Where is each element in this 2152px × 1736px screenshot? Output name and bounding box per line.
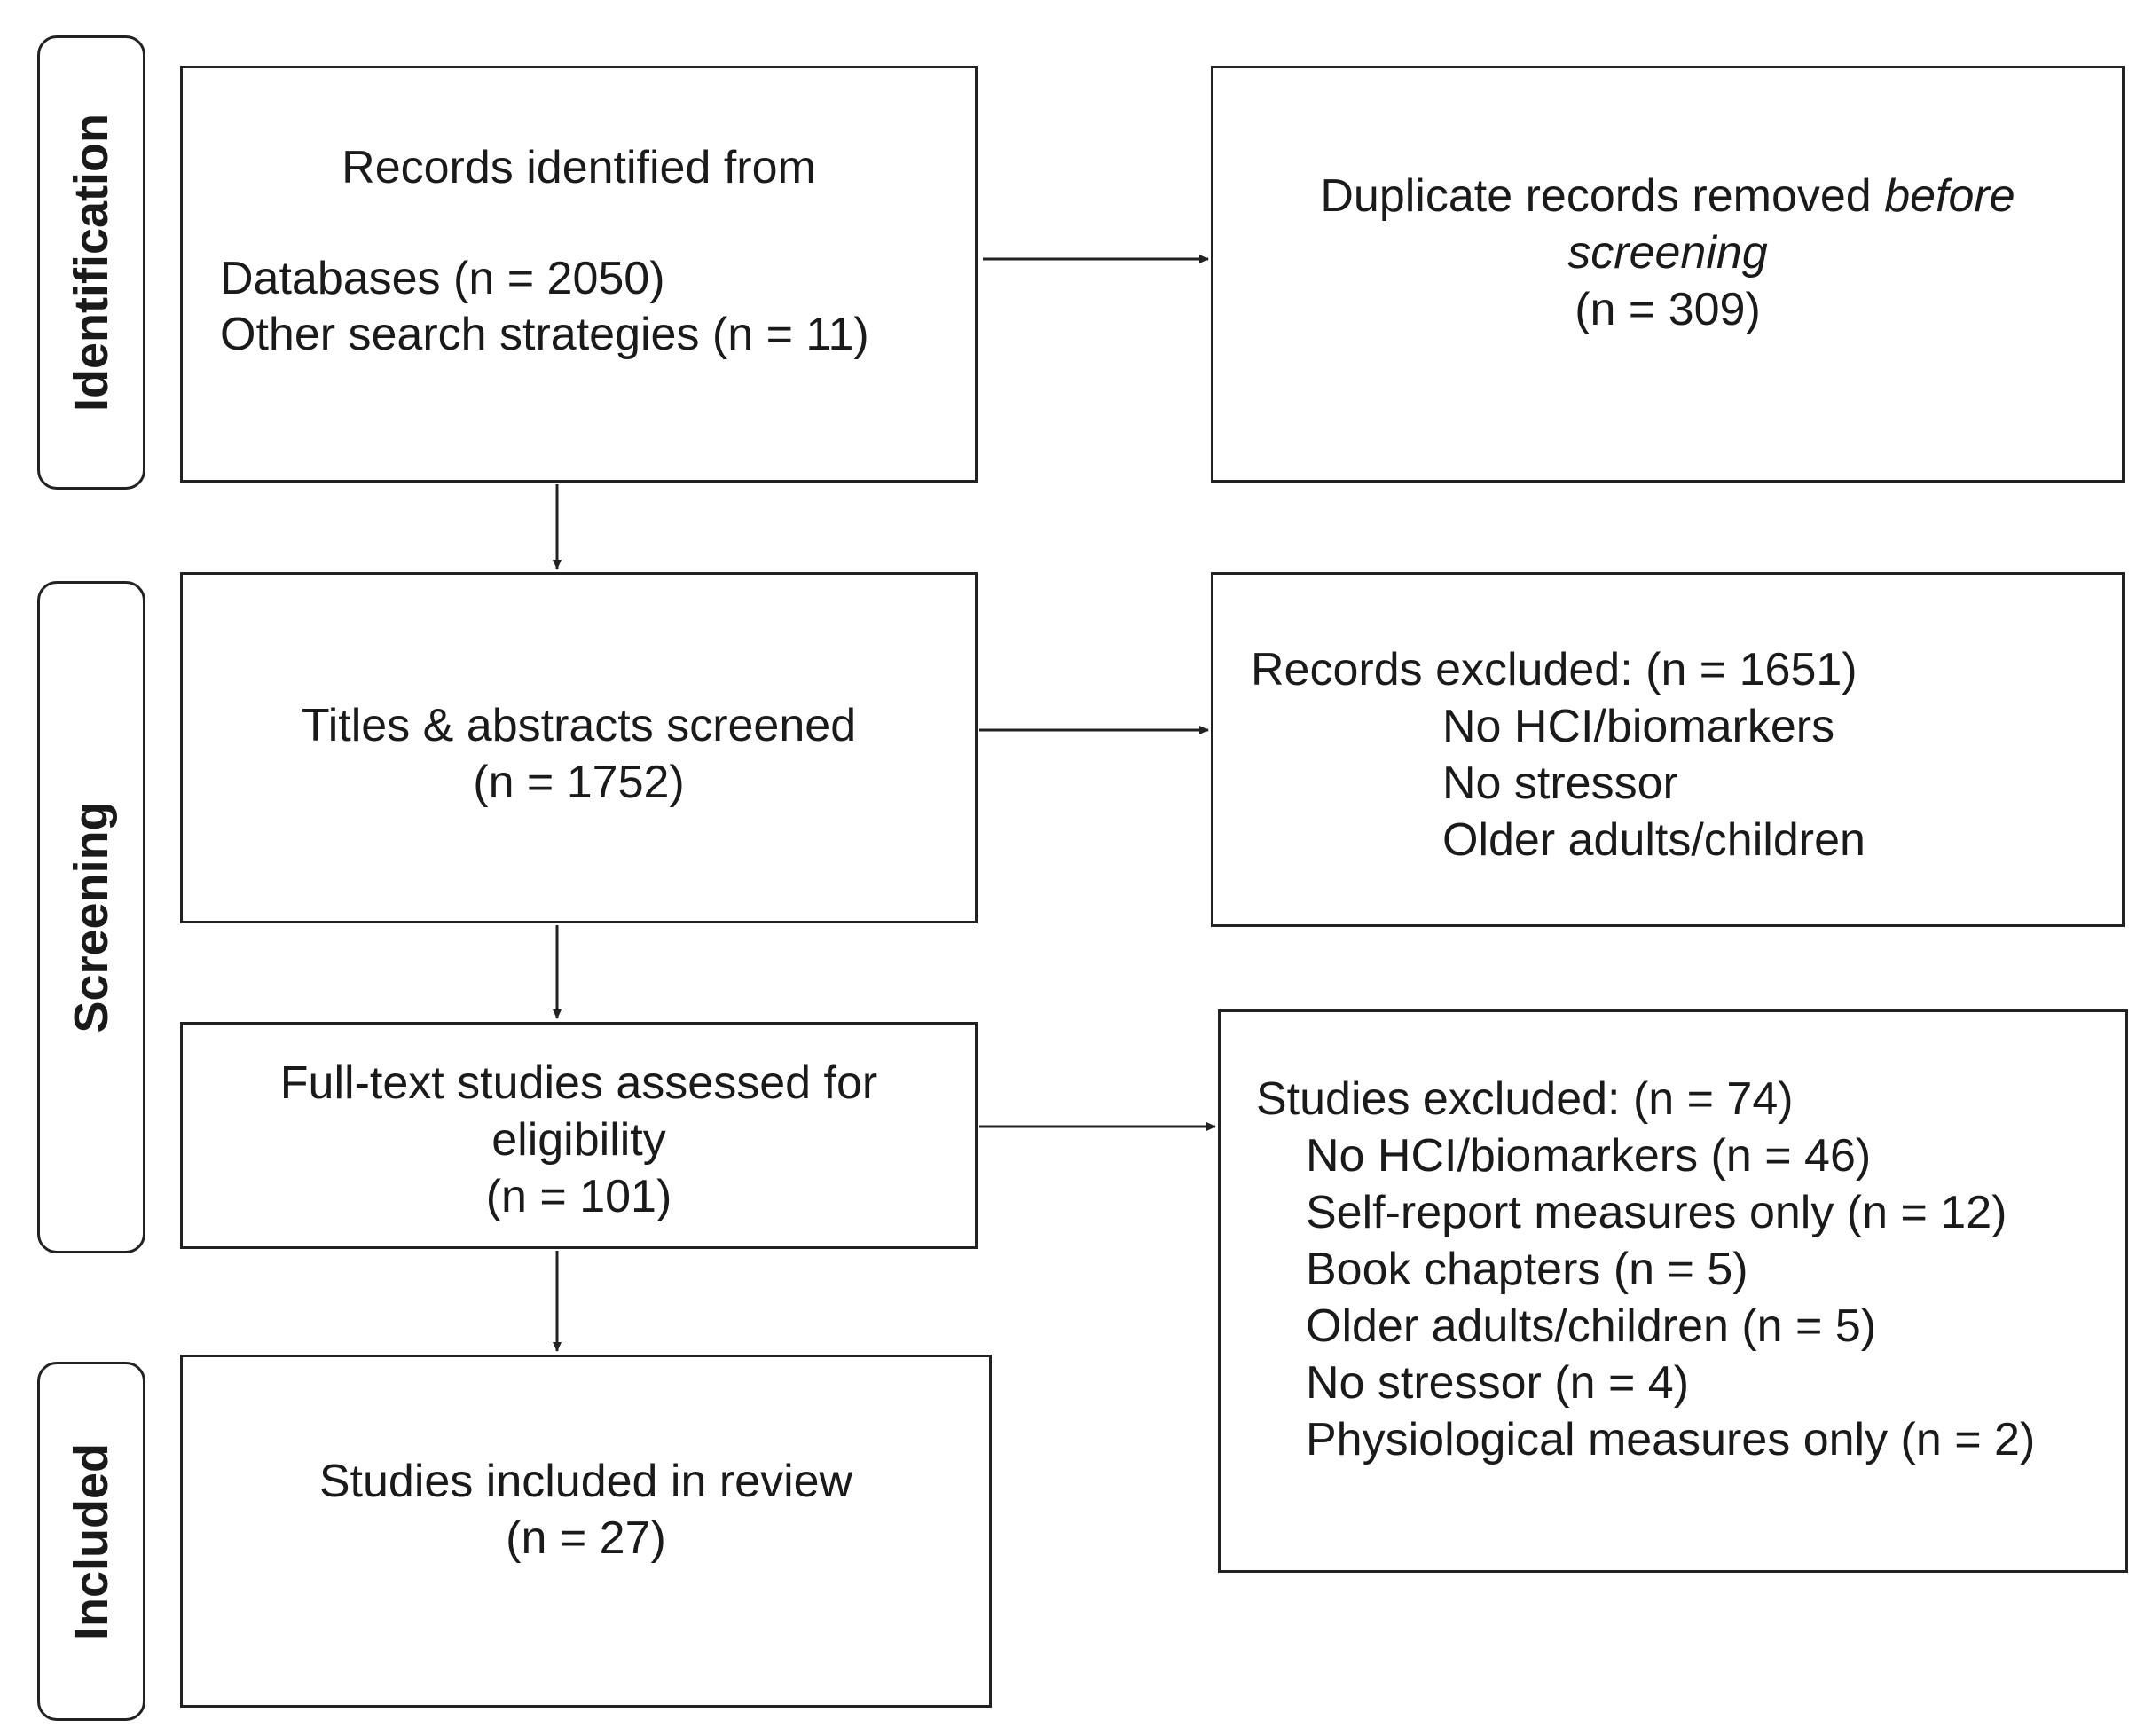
- studies-included-count: (n = 27): [506, 1512, 666, 1564]
- studies-excluded-reason: Older adults/children (n = 5): [1306, 1300, 1877, 1352]
- phase-included: Included: [37, 1362, 145, 1721]
- studies-excluded-reason: Book chapters (n = 5): [1306, 1244, 1748, 1295]
- phase-screening: Screening: [37, 581, 145, 1253]
- full-text-box: Full-text studies assessed for eligibili…: [180, 1022, 978, 1249]
- studies-excluded-box: Studies excluded: (n = 74) No HCI/biomar…: [1218, 1009, 2128, 1573]
- studies-excluded-header: Studies excluded: (n = 74): [1256, 1073, 1794, 1125]
- full-text-line2: eligibility: [491, 1114, 666, 1166]
- records-excluded-reason: No HCI/biomarkers: [1442, 701, 1835, 752]
- duplicates-count: (n = 309): [1575, 284, 1761, 335]
- studies-excluded-reason: No stressor (n = 4): [1306, 1357, 1690, 1409]
- studies-included-box: Studies included in review (n = 27): [180, 1355, 992, 1708]
- records-other: Other search strategies (n = 11): [220, 309, 869, 360]
- duplicates-line1-plain: Duplicate records removed: [1320, 170, 1885, 222]
- records-excluded-reason: No stressor: [1442, 758, 1678, 809]
- duplicates-line1: Duplicate records removed before: [1213, 168, 2122, 224]
- studies-included-title: Studies included in review: [318, 1456, 853, 1507]
- titles-screened-box: Titles & abstracts screened (n = 1752): [180, 572, 978, 923]
- duplicates-line2: screening: [1567, 227, 1768, 279]
- titles-screened-title: Titles & abstracts screened: [301, 700, 857, 751]
- records-identified-title: Records identified from: [342, 142, 816, 193]
- titles-screened-count: (n = 1752): [473, 757, 685, 808]
- records-excluded-reason: Older adults/children: [1442, 814, 1865, 866]
- records-excluded-box: Records excluded: (n = 1651) No HCI/biom…: [1211, 572, 2125, 927]
- studies-excluded-reason: Physiological measures only (n = 2): [1306, 1414, 2036, 1465]
- studies-excluded-reason: No HCI/biomarkers (n = 46): [1306, 1130, 1872, 1182]
- records-excluded-header: Records excluded: (n = 1651): [1251, 644, 1857, 695]
- records-identified-box: Records identified from Databases (n = 2…: [180, 66, 978, 483]
- studies-excluded-reason: Self-report measures only (n = 12): [1306, 1187, 2007, 1238]
- full-text-count: (n = 101): [485, 1171, 672, 1222]
- records-databases: Databases (n = 2050): [220, 253, 665, 304]
- duplicates-removed-box: Duplicate records removed before screeni…: [1211, 66, 2125, 483]
- full-text-line1: Full-text studies assessed for: [279, 1057, 878, 1109]
- phase-identification: Identification: [37, 35, 145, 490]
- duplicates-line1-italic: before: [1884, 170, 2015, 222]
